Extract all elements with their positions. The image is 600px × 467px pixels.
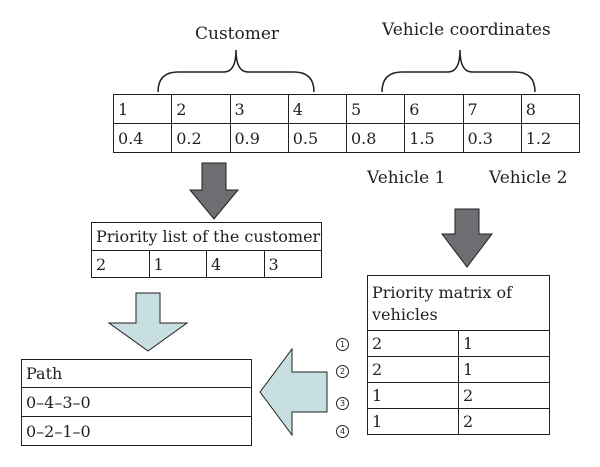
value-cell: 0.9: [229, 123, 289, 153]
customer-label: Customer: [195, 24, 280, 44]
vehicle-2-label: Vehicle 2: [489, 168, 568, 188]
priority-list-cell: 4: [206, 250, 265, 278]
index-cell: 7: [462, 94, 522, 124]
priority-matrix-title-row: Priority matrix of vehicles: [367, 275, 550, 331]
path-row: 0–4–3–0: [21, 387, 252, 417]
path-title-row: Path: [21, 359, 252, 388]
row-marker-1: 1: [336, 338, 349, 351]
index-cell: 2: [171, 94, 231, 124]
priority-list-table: Priority list of the customer 2 1 4 3: [91, 222, 322, 278]
vehicle-1-label: Vehicle 1: [367, 168, 446, 188]
value-row: 0.4 0.2 0.9 0.5 0.8 1.5 0.3 1.2: [112, 123, 581, 153]
row-marker-3: 3: [336, 397, 349, 410]
priority-matrix-title: Priority matrix of vehicles: [367, 275, 550, 331]
index-cell: 6: [404, 94, 464, 124]
priority-matrix-cell: 1: [367, 382, 459, 409]
path-title: Path: [21, 359, 252, 388]
priority-matrix-cell: 2: [458, 408, 550, 435]
path-cell: 0–4–3–0: [21, 387, 252, 417]
vehicle-coordinates-label: Vehicle coordinates: [382, 20, 551, 40]
value-cell: 0.4: [112, 123, 173, 153]
priority-list-cell: 3: [263, 250, 322, 278]
vehicle-coordinates-brace: [381, 49, 536, 93]
priority-list-values-row: 2 1 4 3: [91, 250, 322, 278]
priority-matrix-table: Priority matrix of vehicles 2 1 2 1 1 2 …: [367, 275, 550, 435]
row-marker-2: 2: [336, 365, 349, 378]
priority-list-cell: 2: [91, 250, 150, 278]
priority-matrix-row: 1 2: [367, 382, 550, 409]
path-table: Path 0–4–3–0 0–2–1–0: [21, 359, 252, 446]
path-cell: 0–2–1–0: [21, 416, 252, 446]
value-cell: 0.2: [171, 123, 231, 153]
value-cell: 0.8: [345, 123, 406, 153]
value-cell: 1.5: [404, 123, 464, 153]
priority-matrix-cell: 1: [458, 356, 550, 383]
path-row: 0–2–1–0: [21, 416, 252, 446]
value-cell: 1.2: [520, 123, 581, 153]
customer-brace: [157, 49, 315, 93]
row-marker-4: 4: [336, 425, 349, 438]
priority-matrix-row: 1 2: [367, 408, 550, 435]
priority-matrix-row: 2 1: [367, 356, 550, 383]
value-cell: 0.3: [462, 123, 522, 153]
encoding-table: 1 2 3 4 5 6 7 8 0.4 0.2 0.9 0.5 0.8 1.5 …: [112, 94, 581, 153]
priority-matrix-cell: 1: [367, 408, 459, 435]
